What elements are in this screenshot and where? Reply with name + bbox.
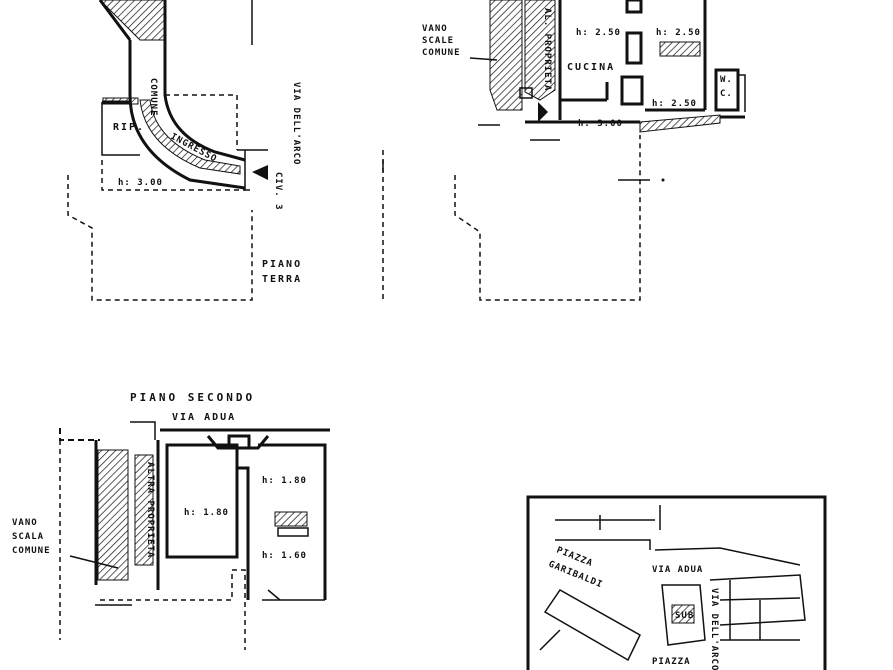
scala-2-label: SCALA xyxy=(12,532,44,542)
ground-height-label: h: 3.00 xyxy=(118,178,163,188)
first-stair-hatch xyxy=(489,0,523,111)
scale-label: SCALE xyxy=(422,36,454,46)
first-floor-plan: VANO SCALE COMUNE AL. PROPRIETA h: 2.50 … xyxy=(422,0,746,301)
ground-entrance-arrow-icon xyxy=(252,165,268,180)
first-height-b-label: h: 2.50 xyxy=(656,28,701,38)
second-height-low-label: h: 1.60 xyxy=(262,551,307,561)
map-subject-parcel xyxy=(671,604,695,624)
map-frame xyxy=(526,495,827,670)
vano-label: VANO xyxy=(422,24,448,34)
w-label: W. xyxy=(720,75,733,85)
via-arco-map-label: VIA DELL'ARCO xyxy=(709,588,719,670)
via-arco-label: VIA DELL'ARCO xyxy=(291,82,301,165)
first-height-c-label: h: 2.50 xyxy=(652,99,697,109)
ground-stair-hatch xyxy=(99,0,166,41)
first-height-a-label: h: 2.50 xyxy=(576,28,621,38)
second-stair-hatch xyxy=(97,449,129,581)
piano-secondo-title: PIANO SECONDO xyxy=(130,391,255,404)
comune-2-label: COMUNE xyxy=(12,546,51,556)
via-adua-label: VIA ADUA xyxy=(172,412,236,423)
second-floor-plan: PIANO SECONDO VIA ADUA h: 1.80 h: 1.80 h… xyxy=(12,391,330,650)
ground-floor-plan: RIP. COMUNE INGRESSO h: 3.00 CIV. 3 VIA … xyxy=(67,0,384,301)
comune-caps-label: COMUNE xyxy=(422,48,461,58)
second-height-right-label: h: 1.80 xyxy=(262,476,307,486)
civic-number-label: CIV. 3 xyxy=(273,172,283,211)
ground-corridor-hatch xyxy=(139,99,241,175)
piazza-bottom-label: PIAZZA xyxy=(652,657,691,667)
first-height-d-label: h: 3.00 xyxy=(578,119,623,129)
second-proprieta-label: ALTRA PROPRIETA xyxy=(145,462,155,558)
first-entry-arrow-icon xyxy=(538,102,548,122)
vano-2-label: VANO xyxy=(12,518,38,528)
rip-label: RIP. xyxy=(113,122,145,133)
piano-label: PIANO xyxy=(262,259,302,270)
c-label: C. xyxy=(720,89,733,99)
terra-label: TERRA xyxy=(262,274,302,285)
cucina-label: CUCINA xyxy=(567,62,615,73)
comune-label: COMUNE xyxy=(148,78,158,117)
second-height-left-label: h: 1.80 xyxy=(184,508,229,518)
via-adua-map-label: VIA ADUA xyxy=(652,565,703,575)
first-proprieta-label: AL. PROPRIETA xyxy=(542,8,552,91)
sub-label: SUB xyxy=(675,611,694,621)
piazza-garibaldi-label-2: GARIBALDI xyxy=(547,560,604,591)
location-map-inset: PIAZZA GARIBALDI VIA ADUA VIA DELL'ARCO … xyxy=(526,495,827,670)
